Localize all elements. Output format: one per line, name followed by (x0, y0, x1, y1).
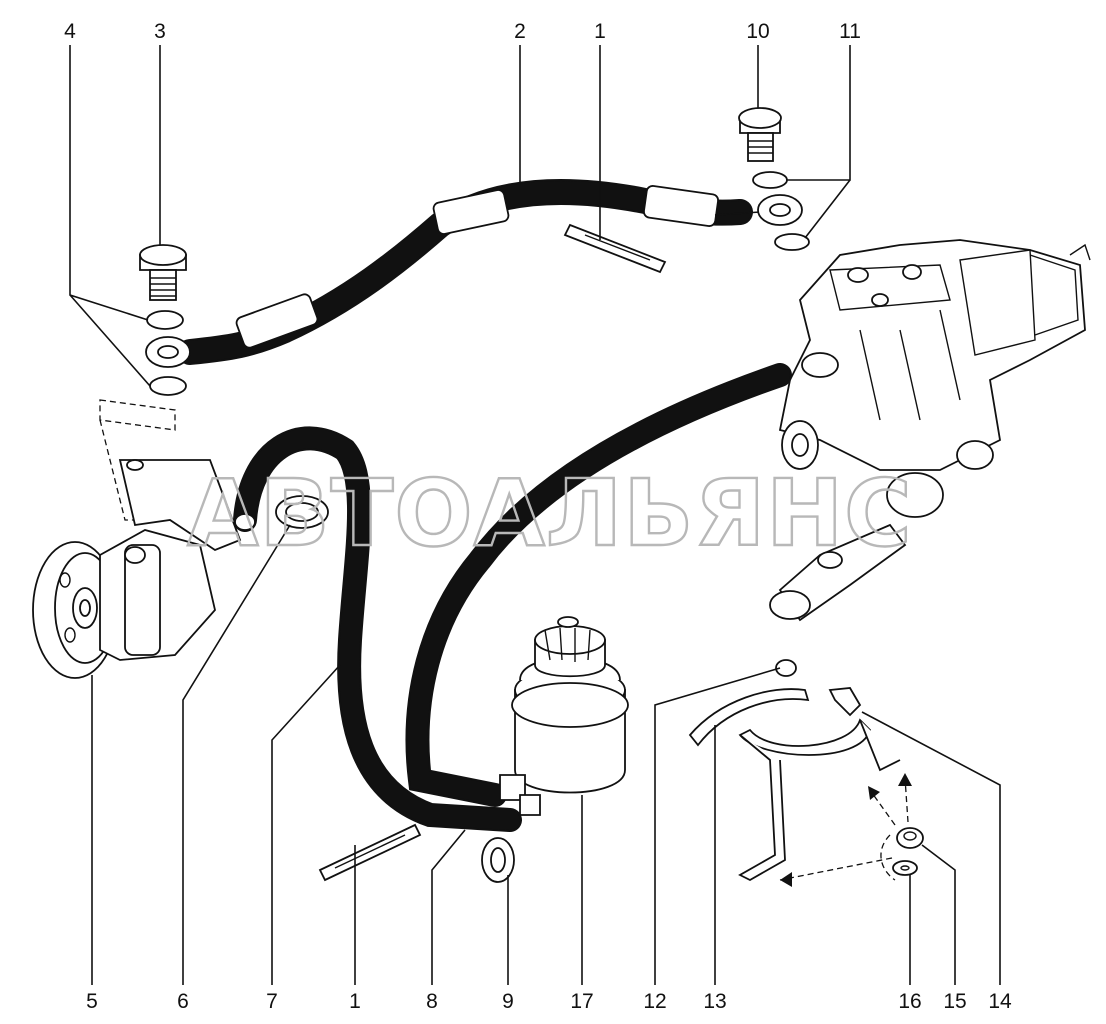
washer-11-lower (774, 233, 810, 251)
callout-3: 3 (154, 20, 166, 43)
hose-clamp-6 (275, 495, 329, 529)
callout-7: 7 (266, 990, 278, 1013)
callout-6: 6 (177, 990, 189, 1013)
banjo-fitting-right (757, 194, 803, 226)
return-hose (405, 363, 792, 807)
reservoir-strap-12 (688, 659, 810, 747)
cable-tie-1-top (563, 223, 667, 274)
callout-12: 12 (643, 990, 666, 1013)
callout-5: 5 (86, 990, 98, 1013)
pressure-hose-2 (177, 179, 761, 365)
callout-2: 2 (514, 20, 526, 43)
washer-4-lower (149, 376, 187, 396)
suction-hose-7 (233, 426, 522, 832)
callout-16: 16 (898, 990, 921, 1013)
callout-15: 15 (943, 990, 966, 1013)
washer-4-upper (146, 310, 184, 330)
clip-14 (828, 687, 862, 717)
callout-4: 4 (64, 20, 76, 43)
callout-labels: 4 3 2 1 10 11 5 6 7 1 8 9 17 12 13 16 15… (64, 20, 1012, 1013)
banjo-bolt-3 (139, 244, 187, 301)
reservoir-bracket-13 (738, 718, 901, 882)
nut-15 (896, 827, 924, 849)
callout-1-top: 1 (594, 20, 606, 43)
banjo-bolt-10 (738, 107, 782, 162)
hose-clamp-9 (481, 837, 515, 883)
assembly-arrows (779, 773, 912, 887)
watermark: АВТОАЛЬЯНС (187, 460, 912, 567)
callout-11: 11 (839, 20, 861, 43)
washer-11-upper (752, 171, 788, 189)
callout-8: 8 (426, 990, 438, 1013)
cable-tie-1-bottom (318, 823, 422, 882)
pitman-arm (769, 472, 944, 622)
banjo-fitting-left (145, 336, 191, 368)
callout-13: 13 (703, 990, 726, 1013)
callout-1-bottom: 1 (349, 990, 361, 1013)
callout-10: 10 (746, 20, 769, 43)
steering-gear-box (778, 239, 1091, 471)
fluid-reservoir-17 (499, 616, 629, 816)
callout-17: 17 (570, 990, 593, 1013)
callout-14: 14 (988, 990, 1012, 1013)
leader-lines (69, 45, 1001, 985)
washer-16 (892, 860, 918, 876)
callout-9: 9 (502, 990, 514, 1013)
power-steering-pump-5 (32, 529, 216, 679)
pump-bracket (99, 399, 242, 552)
